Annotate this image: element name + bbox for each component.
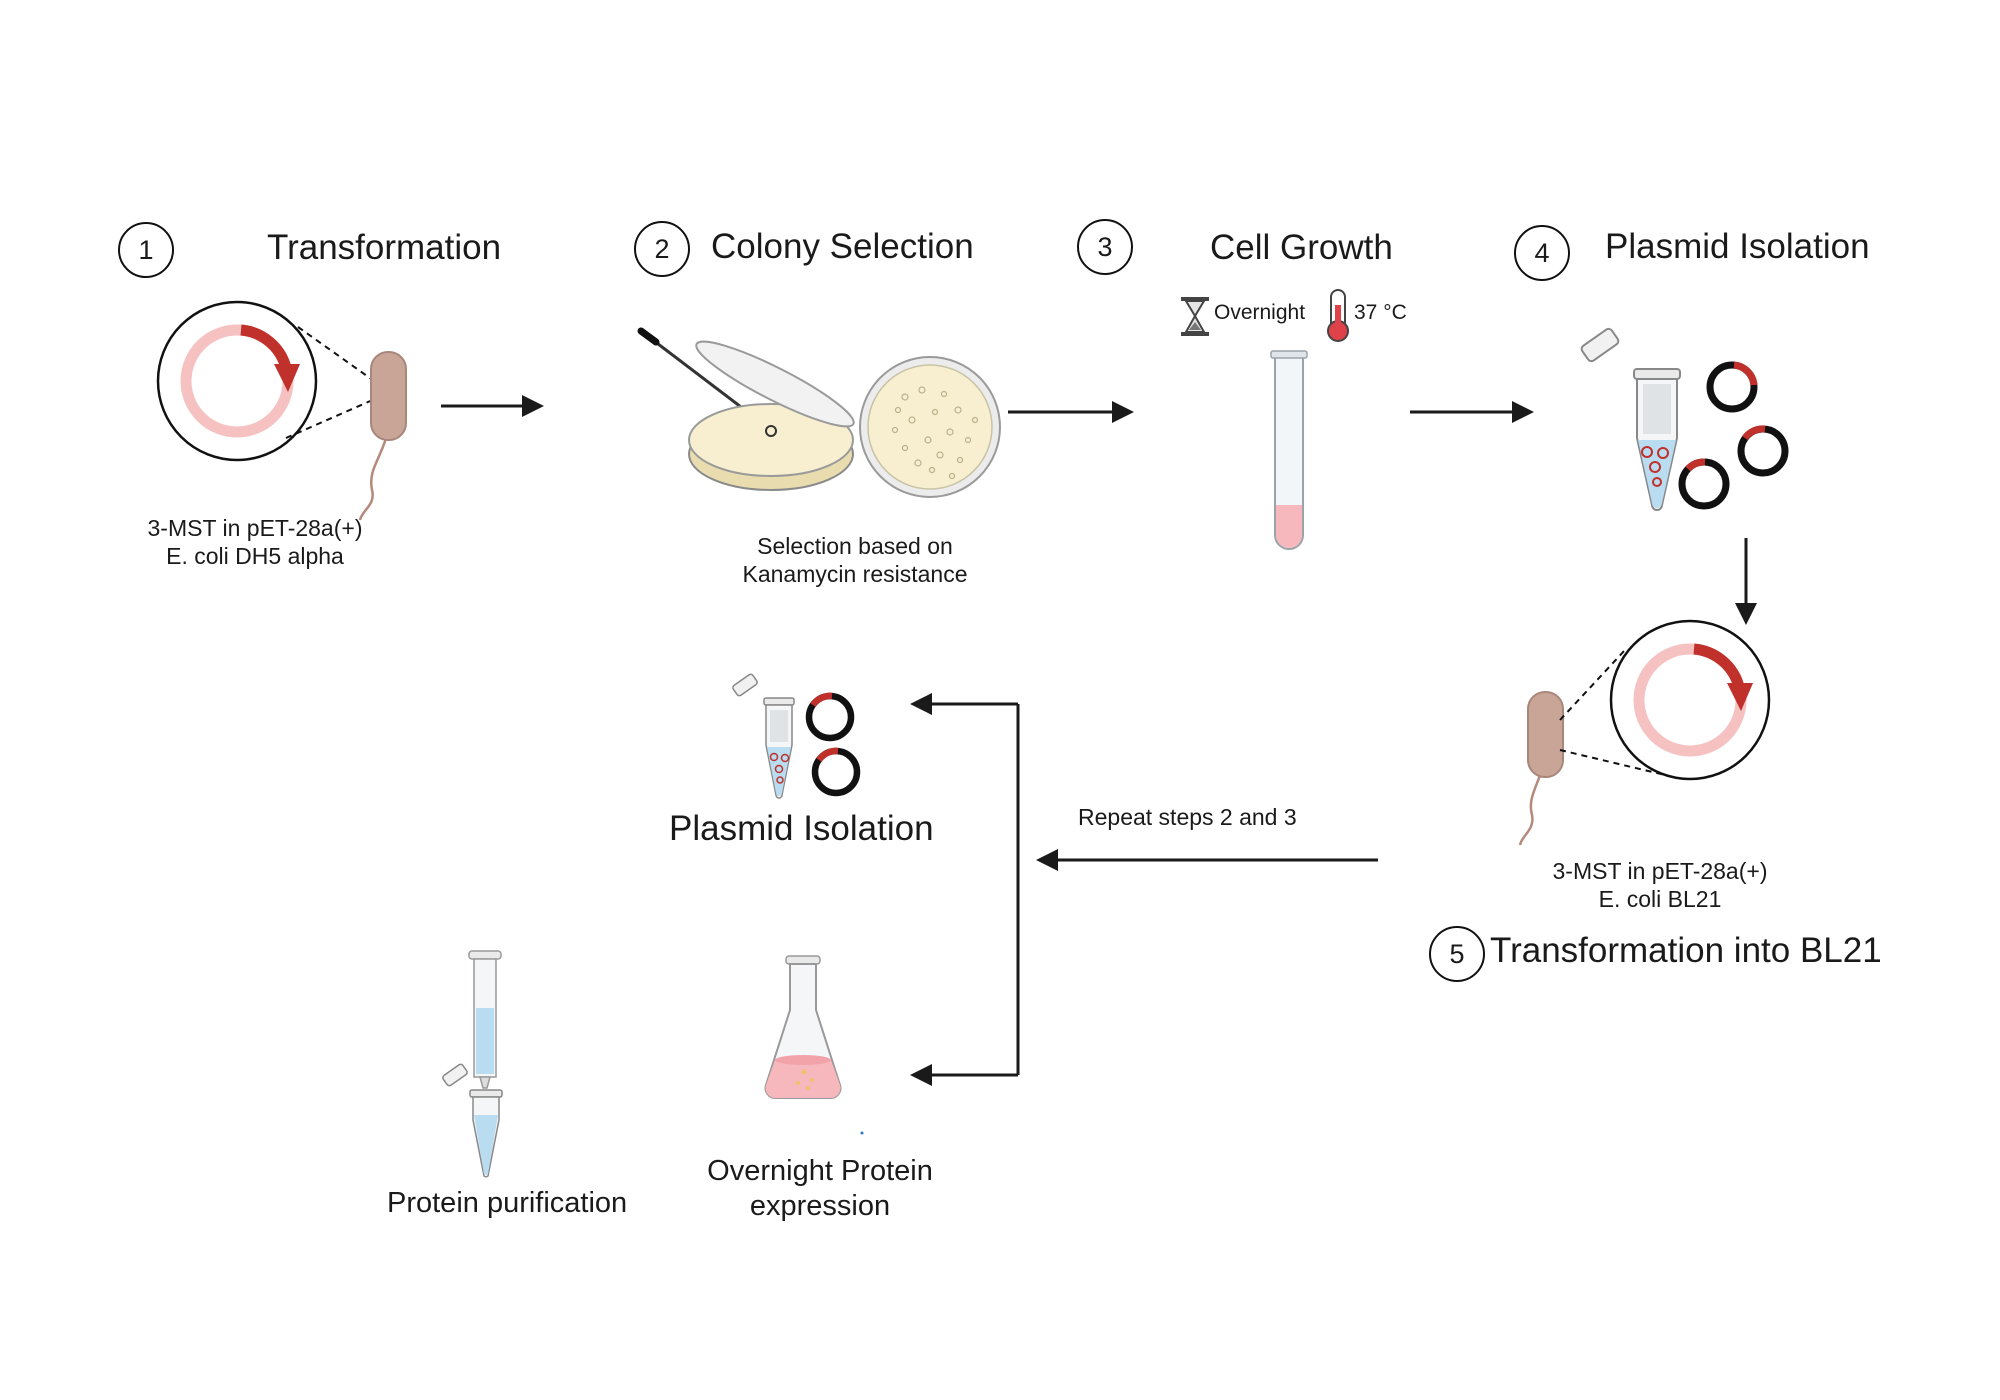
step-1-caption-line1: 3-MST in pET-28a(+) [147,515,363,541]
thermometer-icon [1327,289,1349,342]
stray-dot [860,1131,864,1135]
step-5-caption: 3-MST in pET-28a(+) E. coli BL21 [1530,858,1790,913]
test-tube-icon [1270,350,1308,550]
plasmid-icon-e [811,747,861,797]
purification-column-icon [442,950,503,1178]
step-4-title: Plasmid Isolation [1605,227,1870,266]
step-2-caption-line1: Selection based on [757,533,953,559]
step-1-caption: 3-MST in pET-28a(+) E. coli DH5 alpha [135,515,375,570]
step-5-caption-line2: E. coli BL21 [1598,885,1722,912]
step-1-title: Transformation [267,228,502,267]
plasmid-icon-c [1678,458,1730,510]
bacterium-icon-bl21 [1518,691,1564,846]
plasmid-icon-a [1706,361,1758,413]
repeat-steps-label: Repeat steps 2 and 3 [1078,804,1297,830]
flask-icon [764,955,842,1099]
zoom-plasmid-icon [156,300,385,462]
zoom-plasmid-icon-bl21 [1559,619,1771,781]
purification-label: Protein purification [387,1187,628,1219]
expression-label-line1: Overnight Protein [707,1155,933,1187]
plasmid-icon-b [1737,425,1789,477]
bacterium-icon [358,351,407,521]
step-2-caption: Selection based on Kanamycin resistance [720,533,990,588]
step-2-caption-line2: Kanamycin resistance [742,560,968,587]
step-2-title: Colony Selection [711,227,974,266]
step-1-number: 1 [118,222,174,278]
plasmid-isolation-label: Plasmid Isolation [669,809,934,848]
step-5-caption-line1: 3-MST in pET-28a(+) [1552,858,1768,884]
step-3-temp-label: 37 °C [1354,301,1407,324]
plasmid-icon-d [805,692,855,742]
step-5-title: Transformation into BL21 [1490,931,1882,970]
microtube-icon [1580,327,1681,511]
step-2-number: 2 [634,221,690,277]
hourglass-icon [1181,297,1209,336]
step-3-number: 3 [1077,219,1133,275]
step-3-time-label: Overnight [1214,301,1306,324]
step-3-title: Cell Growth [1210,228,1393,267]
expression-label-line2: expression [749,1189,891,1222]
step-5-number: 5 [1429,926,1485,982]
step-4-number: 4 [1514,225,1570,281]
microtube-icon-small [732,673,795,799]
step-1-caption-line2: E. coli DH5 alpha [166,542,344,569]
expression-label: Overnight Protein expression [660,1154,980,1224]
petri-dish-colonies-icon [859,356,1001,498]
petri-dish-open-icon [637,327,855,491]
